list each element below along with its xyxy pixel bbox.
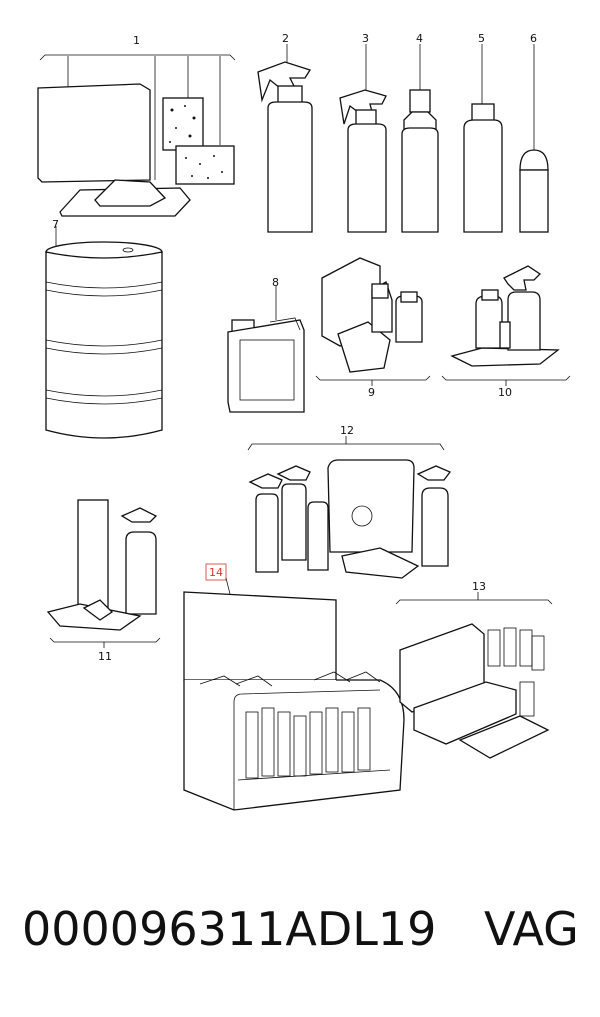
brand-label: VAG (484, 902, 579, 956)
callout-3: 3 (362, 32, 369, 45)
item-4-bottle (401, 44, 439, 233)
item-8-canister (227, 286, 305, 413)
callout-1: 1 (133, 34, 140, 47)
item-7-barrel (45, 226, 163, 439)
callout-8: 8 (272, 276, 279, 289)
part-number: 000096311ADL19 (22, 902, 437, 956)
item-1-cleaning-kit (37, 54, 236, 217)
callout-7: 7 (52, 218, 59, 231)
callout-13: 13 (472, 580, 486, 593)
item-3-spray-bottle (339, 44, 387, 233)
callout-4: 4 (416, 32, 423, 45)
parts-diagram: 1 2 3 4 5 6 7 8 9 10 12 13 14 11 (37, 32, 571, 811)
item-6-small-bottle (519, 44, 549, 233)
callout-12: 12 (340, 424, 354, 437)
item-11-set (46, 499, 161, 648)
item-2-spray-bottle (257, 44, 313, 233)
item-12-set (247, 436, 452, 579)
item-13-kit (395, 592, 553, 759)
item-14-display-stand (183, 563, 405, 811)
item-5-bottle (463, 44, 503, 233)
callout-10: 10 (498, 386, 512, 399)
callout-14: 14 (209, 566, 223, 579)
item-10-kit (441, 265, 571, 386)
callout-6: 6 (530, 32, 537, 45)
callout-9: 9 (368, 386, 375, 399)
callout-11: 11 (98, 650, 112, 663)
callout-5: 5 (478, 32, 485, 45)
callout-2: 2 (282, 32, 289, 45)
item-9-kit (315, 257, 431, 386)
